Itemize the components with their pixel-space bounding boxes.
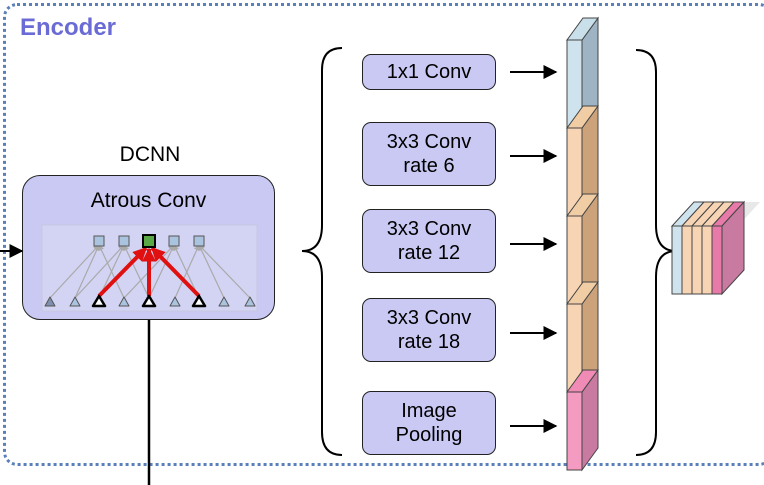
feature-map-rate-18 bbox=[566, 280, 599, 394]
feature-map-rate-6 bbox=[566, 104, 599, 218]
concatenated-feature-map bbox=[670, 200, 760, 296]
feature-map-pooling bbox=[566, 368, 599, 472]
branch-box-conv-rate-18: 3x3 Conv rate 18 bbox=[362, 298, 496, 362]
encoder-title: Encoder bbox=[20, 14, 117, 41]
left-brace bbox=[301, 47, 343, 456]
input-triangles bbox=[44, 294, 256, 308]
feature-map-rate-12 bbox=[566, 192, 599, 306]
red-connections bbox=[97, 246, 201, 298]
branch-box-conv-rate-12: 3x3 Conv rate 12 bbox=[362, 209, 496, 273]
branch-box-conv-rate-6: 3x3 Conv rate 6 bbox=[362, 122, 496, 186]
encoder-frame bbox=[3, 3, 764, 466]
atrous-conv-label: Atrous Conv bbox=[90, 189, 207, 212]
branch-box-1x1-conv: 1x1 Conv bbox=[362, 54, 496, 90]
branch-box-image-pooling: Image Pooling bbox=[362, 391, 496, 455]
dcnn-label: DCNN bbox=[119, 143, 181, 166]
right-brace bbox=[635, 49, 677, 456]
branch-arrows bbox=[510, 65, 558, 433]
output-squares bbox=[93, 234, 205, 248]
